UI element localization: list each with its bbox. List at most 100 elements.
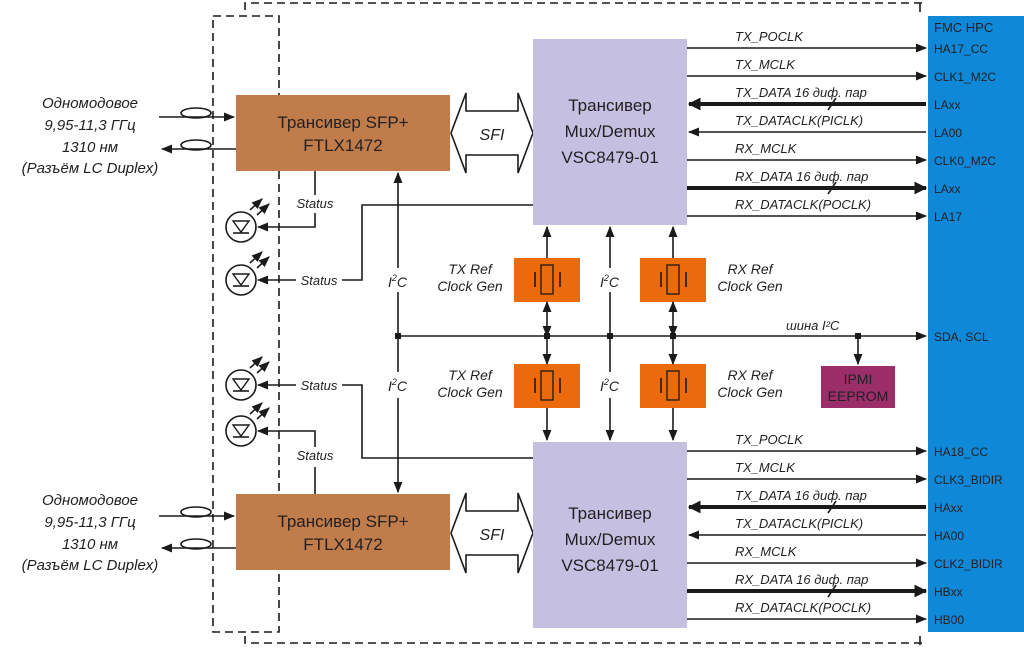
fmc-pin: LAxx bbox=[934, 182, 961, 196]
svg-text:Mux/Demux: Mux/Demux bbox=[565, 530, 656, 549]
svg-text:Одномодовое: Одномодовое bbox=[42, 95, 138, 112]
led-icon bbox=[225, 251, 270, 296]
sfp-model: FTLX1472 bbox=[303, 136, 382, 155]
signal-label: TX_POCLK bbox=[735, 29, 804, 44]
signal-row: TX_MCLK CLK3_BIDIR bbox=[687, 460, 1003, 487]
svg-text:Clock Gen: Clock Gen bbox=[437, 278, 503, 294]
tx-ref-clock-gen-top: TX Ref Clock Gen bbox=[437, 258, 580, 302]
svg-text:Clock Gen: Clock Gen bbox=[717, 278, 783, 294]
signal-row: RX_MCLK CLK2_BIDIR bbox=[687, 544, 1003, 571]
svg-text:9,95-11,3 ГГц: 9,95-11,3 ГГц bbox=[44, 117, 136, 134]
fmc-pin: HA00 bbox=[934, 529, 964, 543]
mux-demux-top: Трансивер Mux/Demux VSC8479-01 bbox=[533, 39, 687, 225]
svg-text:Status: Status bbox=[297, 448, 334, 463]
fmc-pin: HAxx bbox=[934, 501, 963, 515]
svg-text:Clock Gen: Clock Gen bbox=[437, 384, 503, 400]
board-outline bbox=[244, 2, 922, 10]
signal-label: RX_DATA 16 диф. пар bbox=[735, 572, 868, 587]
tx-ref-clock-gen-bottom: TX Ref Clock Gen bbox=[437, 364, 580, 408]
signal-row: RX_DATACLK(POCLK) LA17 bbox=[687, 197, 962, 224]
svg-text:Clock Gen: Clock Gen bbox=[717, 384, 783, 400]
svg-text:Одномодовое: Одномодовое bbox=[42, 492, 138, 509]
svg-text:I2C: I2C bbox=[388, 273, 408, 290]
i2c-bus bbox=[393, 171, 928, 494]
fmc-title: FMC HPC bbox=[934, 20, 993, 35]
sfp-transceiver-top: Трансивер SFP+ FTLX1472 bbox=[236, 95, 450, 171]
fmc-pin: LA00 bbox=[934, 126, 962, 140]
ipmi-eeprom: IPMI EEPROM bbox=[821, 366, 895, 408]
fmc-pin: LAxx bbox=[934, 98, 961, 112]
signal-label: RX_DATACLK(POCLK) bbox=[735, 600, 871, 615]
bus-slash bbox=[827, 97, 837, 111]
optical-label-bottom: Одномодовое 9,95-11,3 ГГц 1310 нм (Разъё… bbox=[22, 492, 159, 574]
fmc-pin: HA18_CC bbox=[934, 445, 988, 459]
fmc-pin: HA17_CC bbox=[934, 42, 988, 56]
optical-label-top: Одномодовое 9,95-11,3 ГГц 1310 нм (Разъё… bbox=[22, 95, 159, 177]
svg-text:EEPROM: EEPROM bbox=[828, 388, 889, 404]
svg-text:IPMI: IPMI bbox=[844, 371, 873, 387]
bus-slash bbox=[827, 181, 837, 195]
rx-ref-clock-gen-bottom: RX Ref Clock Gen bbox=[640, 364, 783, 408]
signal-label: TX_DATACLK(PICLK) bbox=[735, 516, 863, 531]
i2c-label: I2C I2C I2C I2C bbox=[388, 273, 620, 394]
svg-text:TX Ref: TX Ref bbox=[448, 261, 494, 277]
signal-label: TX_DATA 16 диф. пар bbox=[735, 488, 867, 503]
signal-row: TX_MCLK CLK1_M2C bbox=[687, 57, 996, 84]
front-panel-outline bbox=[212, 15, 280, 633]
sfi-link-top: SFI bbox=[450, 92, 534, 174]
sfp-transceiver-bottom: Трансивер SFP+ FTLX1472 bbox=[236, 494, 450, 570]
signal-label: TX_POCLK bbox=[735, 432, 804, 447]
signal-label: TX_MCLK bbox=[735, 57, 796, 72]
svg-text:Трансивер: Трансивер bbox=[568, 504, 651, 523]
svg-text:Status: Status bbox=[301, 273, 338, 288]
status-wiring bbox=[256, 171, 533, 494]
fmc-pin: CLK3_BIDIR bbox=[934, 473, 1003, 487]
svg-text:Status: Status bbox=[301, 378, 338, 393]
signal-label: RX_DATACLK(POCLK) bbox=[735, 197, 871, 212]
svg-text:TX Ref: TX Ref bbox=[448, 367, 494, 383]
signals-bottom: TX_POCLK HA18_CC TX_MCLK CLK3_BIDIR TX_DATA … bbox=[687, 432, 1003, 627]
signal-label: TX_DATACLK(PICLK) bbox=[735, 113, 863, 128]
signal-label: RX_DATA 16 диф. пар bbox=[735, 169, 868, 184]
fmc-pin: LA17 bbox=[934, 210, 962, 224]
pin-sda-scl: SDA, SCL bbox=[934, 330, 989, 344]
board-outline-bottom bbox=[244, 636, 922, 644]
svg-text:I2C: I2C bbox=[600, 273, 620, 290]
bus-slash bbox=[827, 584, 837, 598]
fmc-pin: CLK2_BIDIR bbox=[934, 557, 1003, 571]
led-icon bbox=[225, 402, 270, 447]
svg-text:1310 нм: 1310 нм bbox=[62, 139, 118, 156]
mux-demux-bottom: Трансивер Mux/Demux VSC8479-01 bbox=[533, 442, 687, 628]
fiber-links bbox=[159, 107, 236, 553]
fmc-pin: CLK0_M2C bbox=[934, 154, 996, 168]
signal-row: TX_DATACLK(PICLK) HA00 bbox=[687, 516, 964, 543]
i2c-bus-label: шина I²C bbox=[786, 318, 840, 333]
svg-text:I2C: I2C bbox=[600, 377, 620, 394]
svg-text:Status: Status bbox=[297, 196, 334, 211]
fmc-pin: HB00 bbox=[934, 613, 964, 627]
rx-ref-clock-gen-top: RX Ref Clock Gen bbox=[640, 258, 783, 302]
svg-text:I2C: I2C bbox=[388, 377, 408, 394]
led-icon bbox=[225, 198, 270, 243]
clock-connections bbox=[542, 225, 678, 442]
sfi-link-bottom: SFI bbox=[450, 492, 534, 574]
svg-text:VSC8479-01: VSC8479-01 bbox=[561, 148, 658, 167]
sfp-label: Трансивер SFP+ bbox=[277, 113, 408, 132]
svg-text:VSC8479-01: VSC8479-01 bbox=[561, 556, 658, 575]
signal-label: TX_DATA 16 диф. пар bbox=[735, 85, 867, 100]
signal-label: RX_MCLK bbox=[735, 544, 798, 559]
bus-slash bbox=[827, 500, 837, 514]
status-labels: Status Status Status Status bbox=[297, 196, 338, 463]
svg-text:1310 нм: 1310 нм bbox=[62, 536, 118, 553]
signal-label: TX_MCLK bbox=[735, 460, 796, 475]
fmc-pin: HBxx bbox=[934, 585, 963, 599]
fmc-pin: CLK1_M2C bbox=[934, 70, 996, 84]
svg-text:RX Ref: RX Ref bbox=[727, 367, 774, 383]
svg-text:(Разъём LC Duplex): (Разъём LC Duplex) bbox=[22, 160, 159, 177]
svg-text:SFI: SFI bbox=[480, 127, 505, 144]
